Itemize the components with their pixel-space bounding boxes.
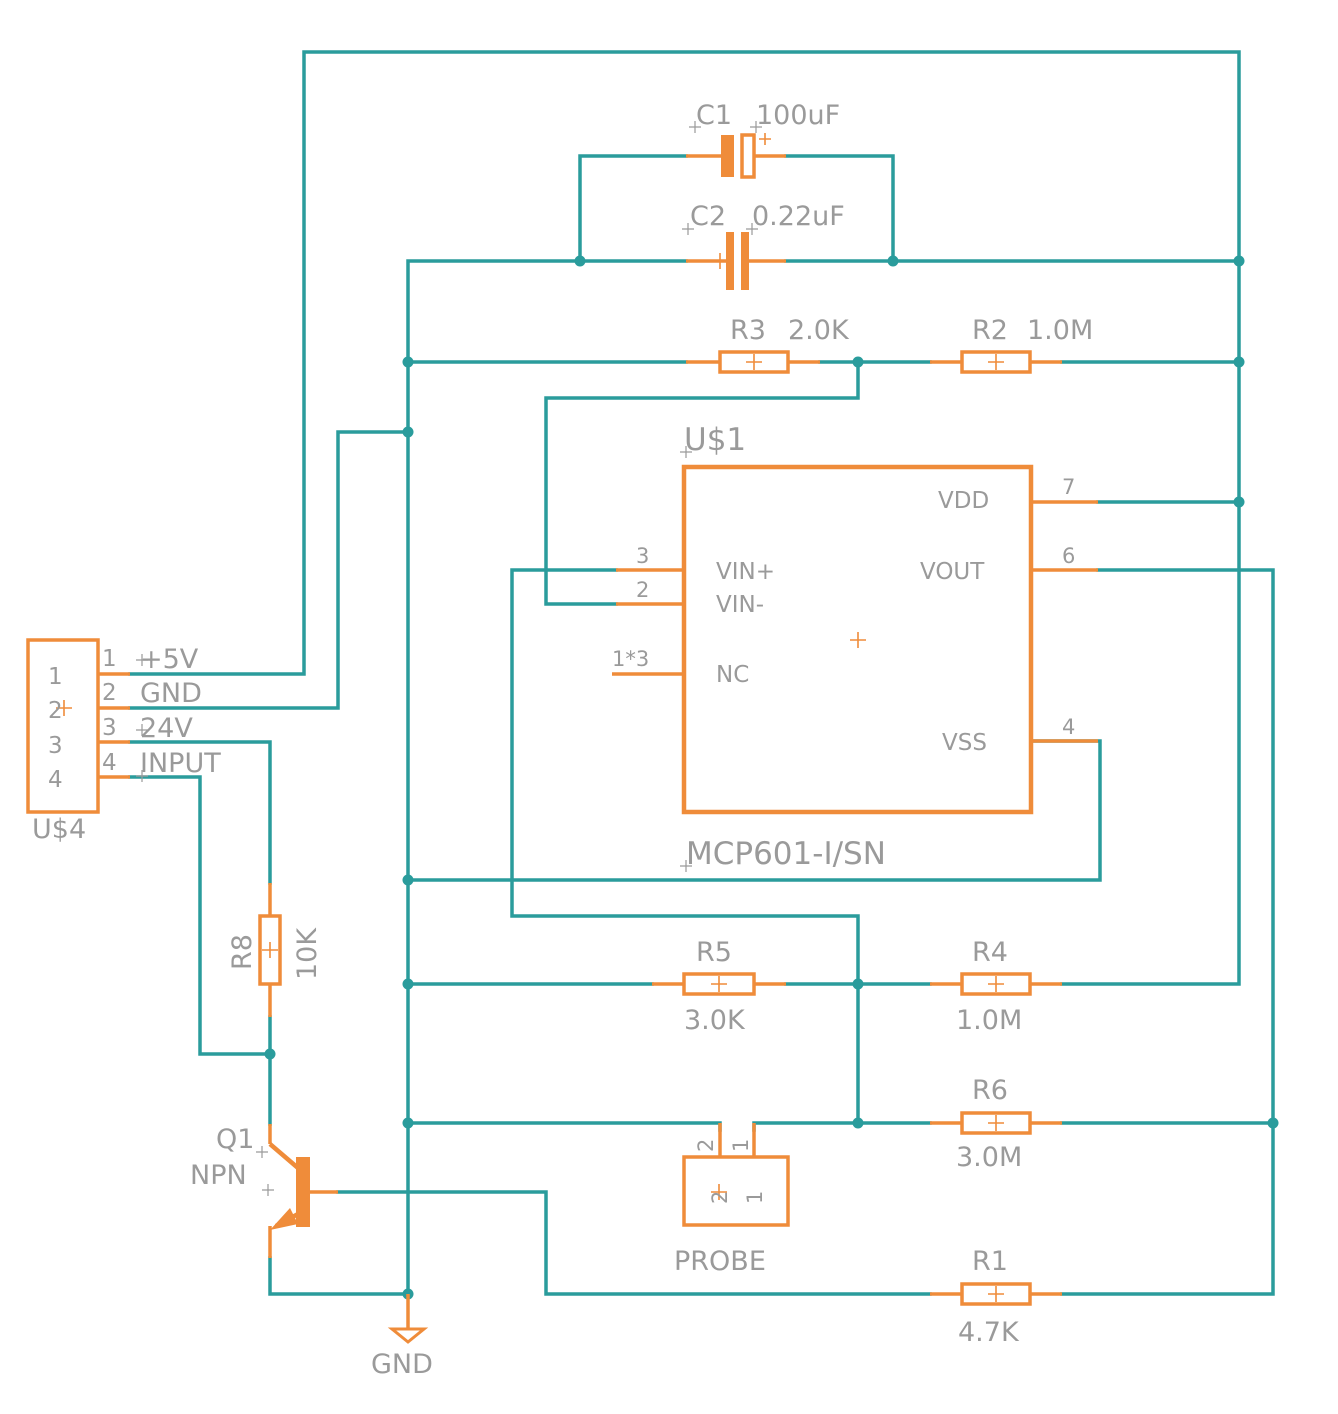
u4-net-label: GND: [140, 678, 202, 709]
wire-5v-rail: [128, 50, 1241, 986]
opamp-u1[interactable]: U$1 MCP601-I/SN 3 2 1*3 7 6 4 VIN+ VIN- …: [612, 422, 1098, 872]
resistor-r5[interactable]: R5 3.0K: [652, 937, 786, 1036]
junction: [402, 874, 414, 886]
transistor-q1[interactable]: Q1 NPN: [190, 1124, 338, 1258]
junction: [402, 356, 414, 368]
junction: [1233, 255, 1245, 267]
u1-pin-number: 4: [1062, 715, 1075, 739]
u4-pin-inner: 2: [48, 698, 63, 724]
u4-pin-inner: 3: [48, 733, 63, 759]
u1-value: MCP601-I/SN: [686, 836, 886, 872]
capacitor-c2[interactable]: C2 0.22uF: [682, 201, 845, 290]
r2-name: R2: [972, 315, 1008, 346]
wire-q1-base: [336, 1190, 932, 1296]
ground-symbol[interactable]: GND: [371, 1294, 433, 1380]
wire-vin-minus: [544, 360, 860, 606]
r3-value: 2.0K: [788, 315, 850, 346]
wire-24v: [128, 740, 272, 885]
probe-pin-label: 2: [708, 1191, 732, 1204]
wire-c2-left: [406, 259, 688, 1296]
c1-value: 100uF: [756, 100, 840, 131]
u4-pin-number: 1: [102, 646, 117, 672]
resistor-r8[interactable]: R8 10K: [227, 883, 323, 1017]
r1-value: 4.7K: [958, 1317, 1020, 1348]
junction: [1233, 356, 1245, 368]
resistor-r1[interactable]: R1 4.7K: [930, 1246, 1062, 1348]
junction: [887, 255, 899, 267]
wire-probe-1: [752, 1121, 932, 1132]
junction: [264, 1048, 276, 1060]
wire-input: [128, 775, 272, 1056]
u1-pin-number: 6: [1062, 544, 1075, 568]
u4-pin-number: 4: [102, 750, 117, 776]
u1-pin-label: VIN-: [716, 592, 764, 618]
u1-pin-label: VDD: [938, 488, 989, 514]
probe-pin-label: 1: [743, 1191, 767, 1204]
junction: [852, 978, 864, 990]
u1-pin-label: VSS: [942, 730, 987, 756]
junction: [1267, 1117, 1279, 1129]
u1-pin-label: NC: [716, 662, 749, 688]
r4-value: 1.0M: [956, 1005, 1022, 1036]
connector-u4[interactable]: 1 2 3 4 1 2 3 4 +5V GND 24V INPUT U$4: [26, 638, 221, 845]
resistor-r3[interactable]: R3 2.0K: [686, 315, 850, 374]
u4-pin-number: 3: [102, 715, 117, 741]
u1-pin-number: 1*3: [612, 647, 649, 671]
resistor-r4[interactable]: R4 1.0M: [930, 937, 1062, 1036]
r5-name: R5: [696, 937, 732, 968]
c2-name: C2: [690, 201, 726, 232]
junction: [1233, 496, 1245, 508]
q1-value: NPN: [190, 1160, 247, 1191]
junction: [402, 426, 414, 438]
junctions: [264, 255, 1279, 1300]
u4-name: U$4: [32, 814, 86, 845]
resistor-r2[interactable]: R2 1.0M: [930, 315, 1093, 374]
junction: [852, 1117, 864, 1129]
wire-q1-emitter: [268, 1256, 410, 1296]
u4-net-label: 24V: [140, 713, 193, 744]
u4-pin-inner: 4: [48, 767, 63, 793]
probe-connector[interactable]: 2 1 2 1 PROBE: [674, 1123, 790, 1277]
junction: [852, 356, 864, 368]
u1-pin-number: 7: [1062, 475, 1075, 499]
wire-probe-2: [406, 1121, 722, 1132]
r5-value: 3.0K: [684, 1005, 746, 1036]
r2-value: 1.0M: [1027, 315, 1093, 346]
junction: [402, 1117, 414, 1129]
r1-name: R1: [972, 1246, 1008, 1277]
c1-name: C1: [696, 100, 732, 131]
wire-c1-left: [578, 154, 688, 263]
u1-pin-number: 3: [636, 544, 649, 568]
wire-c1-right: [784, 154, 895, 263]
c2-value: 0.22uF: [752, 201, 845, 232]
capacitor-c1[interactable]: C1 100uF: [686, 100, 840, 179]
probe-pin-number: 2: [694, 1139, 718, 1152]
resistor-r6[interactable]: R6 3.0M: [930, 1075, 1062, 1173]
q1-name: Q1: [216, 1124, 254, 1155]
r8-value: 10K: [292, 927, 323, 980]
r8-name: R8: [227, 934, 258, 970]
junction: [574, 255, 586, 267]
u4-pin-inner: 1: [48, 664, 63, 690]
u1-pin-number: 2: [636, 578, 649, 602]
probe-pin-number: 1: [729, 1139, 753, 1152]
probe-name: PROBE: [674, 1246, 766, 1277]
gnd-label: GND: [371, 1349, 433, 1380]
u1-pin-label: VIN+: [716, 559, 775, 585]
r6-value: 3.0M: [956, 1142, 1022, 1173]
r3-name: R3: [730, 315, 766, 346]
u4-net-label: +5V: [140, 644, 199, 675]
wire-vout: [1060, 568, 1275, 1296]
u1-name: U$1: [684, 422, 746, 458]
u1-pin-label: VOUT: [920, 559, 985, 585]
junction: [402, 978, 414, 990]
u4-pin-number: 2: [102, 680, 117, 706]
u4-net-label: INPUT: [140, 748, 221, 779]
r4-name: R4: [972, 937, 1008, 968]
wire-gnd-connector: [128, 430, 410, 710]
r6-name: R6: [972, 1075, 1008, 1106]
